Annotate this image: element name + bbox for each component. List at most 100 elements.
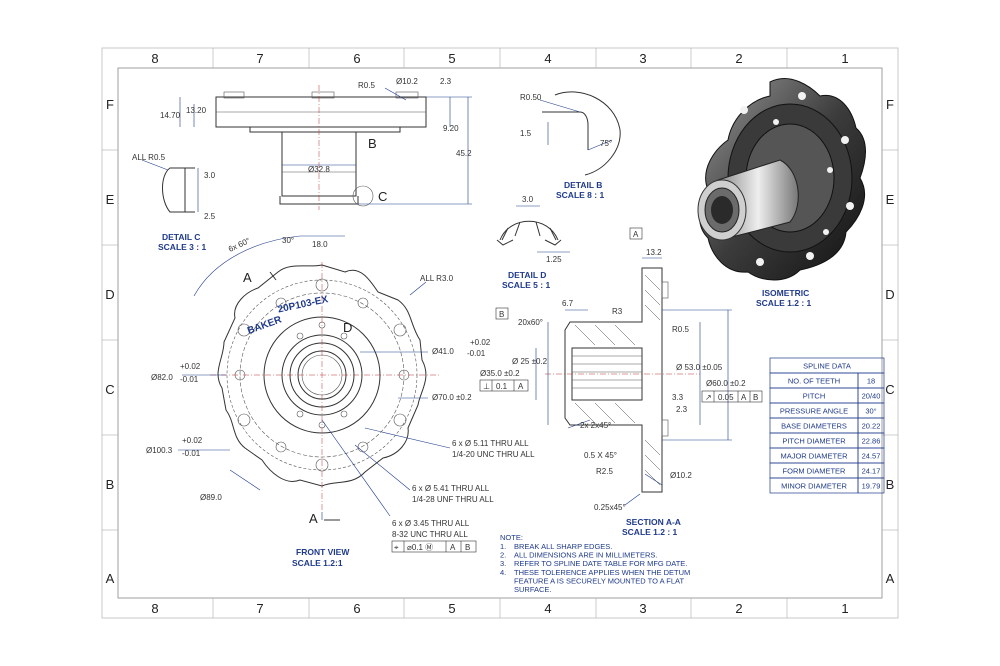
- zone-col-3: 3: [639, 601, 646, 616]
- zone-col-4: 4: [544, 51, 551, 66]
- label-front-view-title: FRONT VIEW: [296, 547, 350, 557]
- dim-sa-d25: Ø 25 ±0.2: [512, 357, 548, 366]
- callout-b: B: [368, 136, 377, 151]
- spline-row-value: 30°: [865, 407, 876, 416]
- spline-row-value: 18: [867, 377, 875, 386]
- dim-db-75: 75°: [600, 139, 612, 148]
- zone-row-D: D: [885, 287, 894, 302]
- isometric-render: [697, 78, 866, 281]
- spline-table-title: SPLINE DATA: [803, 362, 851, 371]
- spline-row-value: 22.86: [862, 437, 881, 446]
- dim-top-d102: Ø10.2: [396, 77, 418, 86]
- svg-text:A: A: [518, 382, 524, 391]
- dim-dc-25: 2.5: [204, 212, 216, 221]
- dim-fv-d100-tol-plus: +0.02: [182, 436, 203, 445]
- spline-row-value: 20/40: [862, 392, 881, 401]
- note-text: SURFACE.: [514, 585, 552, 594]
- dim-sa-r3: R3: [612, 307, 623, 316]
- label-front-view-scale: SCALE 1.2:1: [292, 558, 343, 568]
- zone-row-E: E: [106, 192, 115, 207]
- dim-fv-d82: Ø82.0: [151, 373, 173, 382]
- dim-sa-23: 2.3: [676, 405, 688, 414]
- dim-dd-125: 1.25: [546, 255, 562, 264]
- dim-fv-d82-tol-plus: +0.02: [180, 362, 201, 371]
- dim-fv-d89: Ø89.0: [200, 493, 222, 502]
- zone-row-D: D: [105, 287, 114, 302]
- zone-row-C: C: [885, 382, 894, 397]
- note-number: 3.: [500, 559, 506, 568]
- zone-ticks: [102, 48, 898, 618]
- dim-sa-d102: Ø10.2: [670, 471, 692, 480]
- label-isometric-title: ISOMETRIC: [762, 288, 809, 298]
- note-text: THESE TOLERENCE APPLIES WHEN THE DETUM: [514, 568, 690, 577]
- zone-col-8: 8: [151, 601, 158, 616]
- callout-d: D: [343, 320, 352, 335]
- section-a-top: A: [243, 270, 252, 285]
- dim-fv-180: 18.0: [312, 240, 328, 249]
- spline-row-label: PITCH: [803, 392, 826, 401]
- dim-dc-30: 3.0: [204, 171, 216, 180]
- spline-row-label: FORM DIAMETER: [783, 467, 846, 476]
- dim-top-23: 2.3: [440, 77, 452, 86]
- zone-row-F: F: [886, 97, 894, 112]
- sa-fcf-perpendicular: ⊥ 0.1 A: [479, 379, 529, 392]
- dim-fv-d100-tol-minus: -0.01: [182, 449, 201, 458]
- dim-dc-allr: ALL R0.5: [132, 153, 166, 162]
- spline-row-label: MINOR DIAMETER: [781, 482, 847, 491]
- dim-fv-d82-tol-minus: -0.01: [180, 375, 199, 384]
- dim-fv-allr3: ALL R3.0: [420, 274, 454, 283]
- dim-fv-d41-tol-minus: -0.01: [467, 349, 486, 358]
- zone-col-4: 4: [544, 601, 551, 616]
- note-text: ALL DIMENSIONS ARE IN MILLIMETERS.: [514, 551, 658, 560]
- note-text: BREAK ALL SHARP EDGES.: [514, 542, 612, 551]
- dim-top-r05: R0.5: [358, 81, 375, 90]
- detail-d-drawing: [496, 205, 570, 253]
- zone-row-B: B: [886, 477, 895, 492]
- zone-row-A: A: [106, 571, 115, 586]
- dim-top-920: 9.20: [443, 124, 459, 133]
- dim-dd-30: 3.0: [522, 195, 534, 204]
- dim-db-r050: R0.50: [520, 93, 542, 102]
- svg-text:0.1: 0.1: [496, 382, 508, 391]
- spline-row-label: NO. OF TEETH: [788, 377, 840, 386]
- dim-top-452: 45.2: [456, 149, 472, 158]
- notes-title: NOTE:: [500, 533, 523, 542]
- dim-fv-hole3-b: 8-32 UNC THRU ALL: [392, 530, 468, 539]
- dim-fv-d41: Ø41.0: [432, 347, 454, 356]
- spline-row-value: 19.79: [862, 482, 881, 491]
- note-number: 1.: [500, 542, 506, 551]
- zone-col-3: 3: [639, 51, 646, 66]
- dim-fv-d70: Ø70.0 ±0.2: [432, 393, 472, 402]
- dim-sa-r25: R2.5: [596, 467, 613, 476]
- svg-text:⌀0.1 Ⓜ: ⌀0.1 Ⓜ: [407, 543, 433, 552]
- svg-text:B: B: [499, 310, 504, 319]
- drawing-notes: NOTE:1.BREAK ALL SHARP EDGES.2.ALL DIMEN…: [500, 533, 690, 594]
- dim-sa-d35: Ø35.0 ±0.2: [480, 369, 520, 378]
- svg-text:A: A: [450, 543, 456, 552]
- section-aa-datum-b: B: [495, 307, 509, 320]
- label-detail-b-scale: SCALE 8 : 1: [556, 190, 604, 200]
- spline-row-label: PITCH DIAMETER: [782, 437, 846, 446]
- dim-fv-6x60: 6x 60°: [227, 236, 251, 254]
- dim-fv-hole2-a: 6 x Ø 5.41 THRU ALL: [412, 484, 490, 493]
- spline-row-label: PRESSURE ANGLE: [780, 407, 848, 416]
- dim-top-1320: 13.20: [186, 106, 207, 115]
- svg-text:0.05: 0.05: [718, 393, 734, 402]
- dim-sa-05x45: 0.5 X 45°: [584, 451, 617, 460]
- part-number-engraving: 20P103-EX: [277, 294, 330, 315]
- label-section-aa-scale: SCALE 1.2 : 1: [622, 527, 678, 537]
- spline-row-value: 20.22: [862, 422, 881, 431]
- dim-sa-d53: Ø 53.0 ±0.05: [676, 363, 723, 372]
- zone-col-5: 5: [448, 51, 455, 66]
- zone-col-5: 5: [448, 601, 455, 616]
- spline-row-label: MAJOR DIAMETER: [780, 452, 848, 461]
- svg-text:⊥: ⊥: [483, 382, 490, 391]
- dim-sa-67: 6.7: [562, 299, 574, 308]
- note-number: 4.: [500, 568, 506, 577]
- label-isometric-scale: SCALE 1.2 : 1: [756, 298, 812, 308]
- dim-sa-20x60: 20x60°: [518, 318, 543, 327]
- zone-col-7: 7: [256, 51, 263, 66]
- part-brand-engraving: BAKER: [246, 314, 284, 337]
- note-text: FEATURE A IS SECURELY MOUNTED TO A FLAT: [514, 576, 684, 585]
